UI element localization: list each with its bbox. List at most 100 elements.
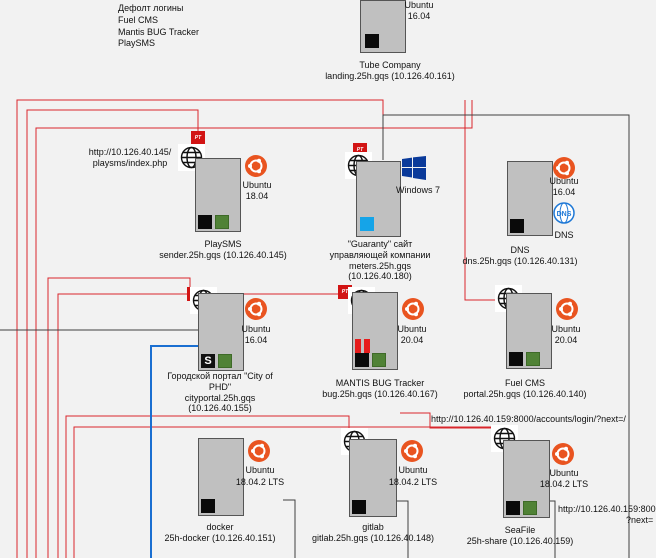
ubuntu-icon xyxy=(556,298,578,320)
server-playsms[interactable] xyxy=(195,158,241,232)
terminal-badge xyxy=(510,219,524,233)
terminal-badge xyxy=(355,353,369,367)
service-label: DNS xyxy=(554,230,574,240)
terminal-badge xyxy=(198,215,212,229)
node-name: Городской портал "City of xyxy=(167,371,273,381)
os-version: 16.04 xyxy=(552,187,576,197)
node-host: 25h-share (10.126.40.159) xyxy=(466,536,574,546)
node-host: meters.25h.gqs xyxy=(348,261,412,271)
server-fuelcms[interactable] xyxy=(506,293,552,369)
network-line xyxy=(397,500,409,558)
highlight-line xyxy=(150,345,200,558)
script-badge: S xyxy=(201,354,215,368)
node-host: gitlab.25h.gqs (10.126.40.148) xyxy=(311,533,435,543)
attack-line xyxy=(26,109,199,558)
node-host: portal.25h.gqs (10.126.40.140) xyxy=(463,389,587,399)
os-label: Ubuntu xyxy=(397,324,427,334)
node-host: bug.25h.gqs (10.126.40.167) xyxy=(322,389,438,399)
node-ip: (10.126.40.180) xyxy=(348,271,412,281)
node-name: DNS xyxy=(510,245,530,255)
terminal-badge xyxy=(365,34,379,48)
network-line xyxy=(283,499,296,558)
url-label: http://10.126.40.159:8000/accounts/login… xyxy=(431,414,626,424)
terminal-badge xyxy=(352,500,366,514)
notes-line: Fuel CMS xyxy=(118,15,159,25)
notes-line: Mantis BUG Tracker xyxy=(118,27,200,37)
node-name: Tube Company xyxy=(359,60,421,70)
node-name: docker xyxy=(206,522,234,532)
os-version: 16.04 xyxy=(407,11,431,21)
os-label: Ubuntu xyxy=(404,0,434,10)
notes-line: Дефолт логины xyxy=(118,3,184,13)
node-name: SeaFile xyxy=(504,525,536,535)
red-bars-badge xyxy=(355,339,371,353)
node-name: управляющей компании xyxy=(329,250,431,260)
os-version: 18.04.2 LTS xyxy=(539,479,589,489)
server-guaranty[interactable] xyxy=(356,161,401,237)
php-badge xyxy=(218,354,232,368)
ubuntu-icon xyxy=(553,157,575,179)
ubuntu-icon xyxy=(402,298,424,320)
server-cityportal[interactable]: S xyxy=(198,293,244,371)
attack-line xyxy=(47,277,191,558)
os-version: 20.04 xyxy=(554,335,578,345)
url-label: http://10.126.40.145/ xyxy=(88,147,172,157)
pt-badge-icon: PT xyxy=(191,131,205,145)
iis-badge xyxy=(360,217,374,231)
php-badge xyxy=(215,215,229,229)
url-label: ?next= xyxy=(626,515,654,525)
terminal-badge xyxy=(506,501,520,515)
os-label: Ubuntu xyxy=(549,468,579,478)
os-label: Ubuntu xyxy=(242,180,272,190)
ubuntu-icon xyxy=(248,440,270,462)
server-docker[interactable] xyxy=(198,438,244,516)
terminal-badge xyxy=(509,352,523,366)
node-name: Fuel CMS xyxy=(504,378,545,388)
php-badge xyxy=(523,501,537,515)
os-label: Ubuntu xyxy=(549,176,579,186)
os-version: 18.04.2 LTS xyxy=(235,477,285,487)
ubuntu-icon xyxy=(401,440,423,462)
attack-line xyxy=(35,100,473,558)
node-host: landing.25h.gqs (10.126.40.161) xyxy=(325,71,455,81)
server-gitlab[interactable] xyxy=(349,439,397,517)
ubuntu-icon xyxy=(245,298,267,320)
php-badge xyxy=(526,352,540,366)
node-ip: (10.126.40.155) xyxy=(188,403,252,413)
notes-line: PlaySMS xyxy=(118,38,156,48)
url-label: http://10.126.40.159:800 xyxy=(558,504,656,514)
os-version: 16.04 xyxy=(244,335,268,345)
php-badge xyxy=(372,353,386,367)
node-host: 25h-docker (10.126.40.151) xyxy=(164,533,276,543)
os-label: Windows 7 xyxy=(395,185,440,195)
svg-text:DNS: DNS xyxy=(557,211,572,218)
attack-line xyxy=(464,100,511,301)
node-host: dns.25h.gqs (10.126.40.131) xyxy=(462,256,578,266)
os-version: 18.04 xyxy=(245,191,269,201)
os-label: Ubuntu xyxy=(241,324,271,334)
attack-line xyxy=(65,415,350,558)
node-name: PHD" xyxy=(208,382,232,392)
node-name: PlaySMS xyxy=(204,239,242,249)
os-label: Ubuntu xyxy=(551,324,581,334)
server-seafile[interactable] xyxy=(503,440,550,518)
url-label: playsms/index.php xyxy=(92,158,168,168)
ubuntu-icon xyxy=(552,443,574,465)
node-name: MANTIS BUG Tracker xyxy=(335,378,425,388)
node-name: "Guaranty" сайт xyxy=(347,239,413,249)
os-version: 18.04.2 LTS xyxy=(388,477,438,487)
node-host: sender.25h.gqs (10.126.40.145) xyxy=(159,250,287,260)
node-host: cityportal.25h.gqs xyxy=(184,393,256,403)
windows-icon xyxy=(402,156,426,180)
terminal-badge xyxy=(201,499,215,513)
os-label: Ubuntu xyxy=(245,465,275,475)
dns-icon: DNS xyxy=(553,202,575,224)
os-label: Ubuntu xyxy=(398,465,428,475)
network-line xyxy=(382,114,630,558)
node-name: gitlab xyxy=(362,522,384,532)
os-version: 20.04 xyxy=(400,335,424,345)
server-tube-company[interactable] xyxy=(360,0,406,53)
server-mantis[interactable] xyxy=(352,292,398,370)
ubuntu-icon xyxy=(245,155,267,177)
server-dns[interactable] xyxy=(507,161,553,236)
